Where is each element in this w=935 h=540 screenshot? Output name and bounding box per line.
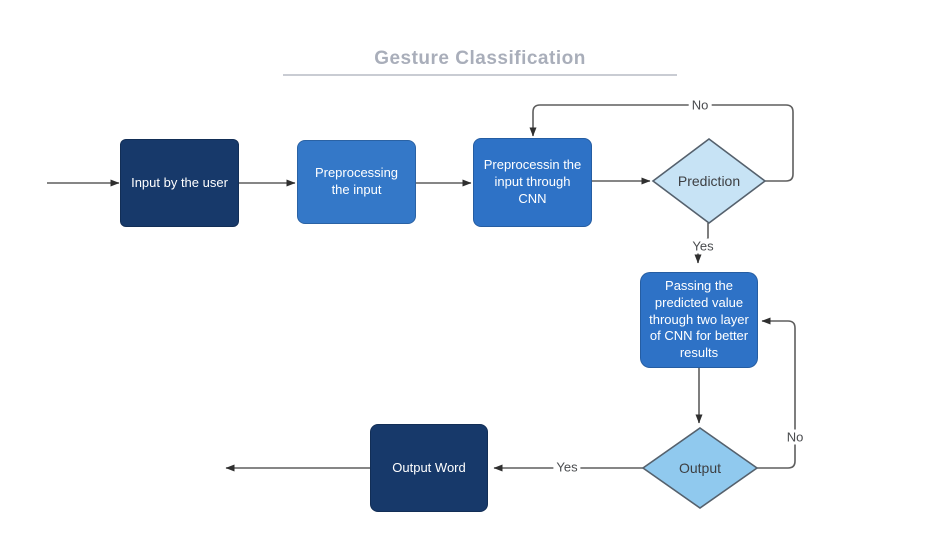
node-preprocess-through-cnn: Preprocessin the input through CNN [473, 138, 592, 227]
node-output-word: Output Word [370, 424, 488, 512]
edge-label-output-yes: Yes [553, 459, 581, 475]
edge-label-prediction-yes: Yes [689, 238, 717, 254]
edge-label-output-no: No [783, 429, 807, 445]
node-preprocessing-input: Preprocessing the input [297, 140, 416, 224]
node-input-by-user: Input by the user [120, 139, 239, 227]
output-diamond-label: Output [678, 460, 722, 476]
output-diamond [641, 427, 759, 509]
diagram-title: Gesture Classification [374, 48, 586, 69]
prediction-diamond [651, 138, 767, 224]
edge-label-prediction-no: No [688, 97, 712, 113]
title-underline [283, 74, 677, 76]
prediction-diamond-label: Prediction [677, 173, 741, 189]
edge-output-no-loop [757, 317, 796, 469]
node-passing-predicted-value: Passing the predicted value through two … [640, 272, 758, 368]
edge-prediction-no-loop [529, 104, 794, 182]
